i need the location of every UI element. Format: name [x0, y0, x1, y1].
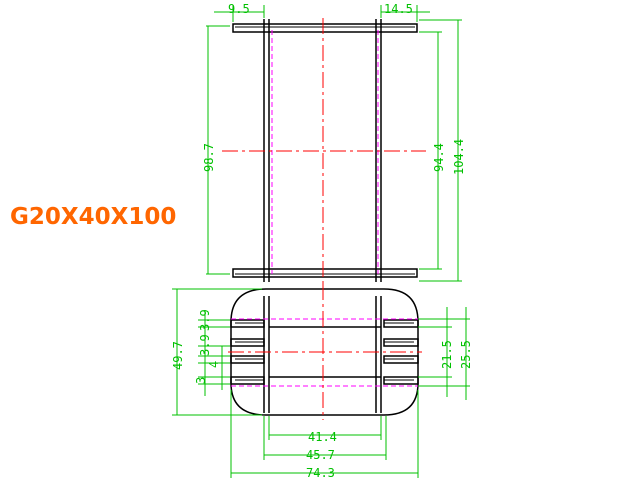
- dim-core-height: 21.5: [440, 340, 454, 369]
- front-view: [222, 18, 426, 284]
- dim-top-left-flange: 9.5: [228, 2, 250, 16]
- dim-inner-height: 98.7: [202, 143, 216, 172]
- dim-rib-gap-c: 3: [194, 377, 208, 384]
- dim-rib-gap-b: 4: [207, 361, 221, 368]
- front-view-dimensions: [206, 5, 462, 282]
- top-view-dimensions: [172, 288, 470, 478]
- dim-slot-depth: 3.9: [198, 309, 212, 331]
- dim-outer-core-height: 25.5: [459, 340, 473, 369]
- dim-overall-width: 74.3: [306, 466, 335, 480]
- dim-inner-width: 41.4: [308, 430, 337, 444]
- dim-overall-height: 104.4: [452, 139, 466, 175]
- flange-outline: [230, 288, 419, 416]
- bottom-flange: [232, 268, 418, 278]
- dim-flange-height: 49.7: [171, 341, 185, 370]
- model-label: G20X40X100: [10, 204, 176, 230]
- top-view-centerlines: [228, 284, 422, 420]
- top-view-hidden-lines: [231, 318, 418, 387]
- dim-winding-height: 94.4: [432, 143, 446, 172]
- dim-top-right-flange: 14.5: [384, 2, 413, 16]
- dim-rib-gap-a: 3.9: [198, 334, 212, 356]
- top-flange: [232, 23, 418, 33]
- dim-core-width: 45.7: [306, 448, 335, 462]
- top-view: [230, 288, 419, 416]
